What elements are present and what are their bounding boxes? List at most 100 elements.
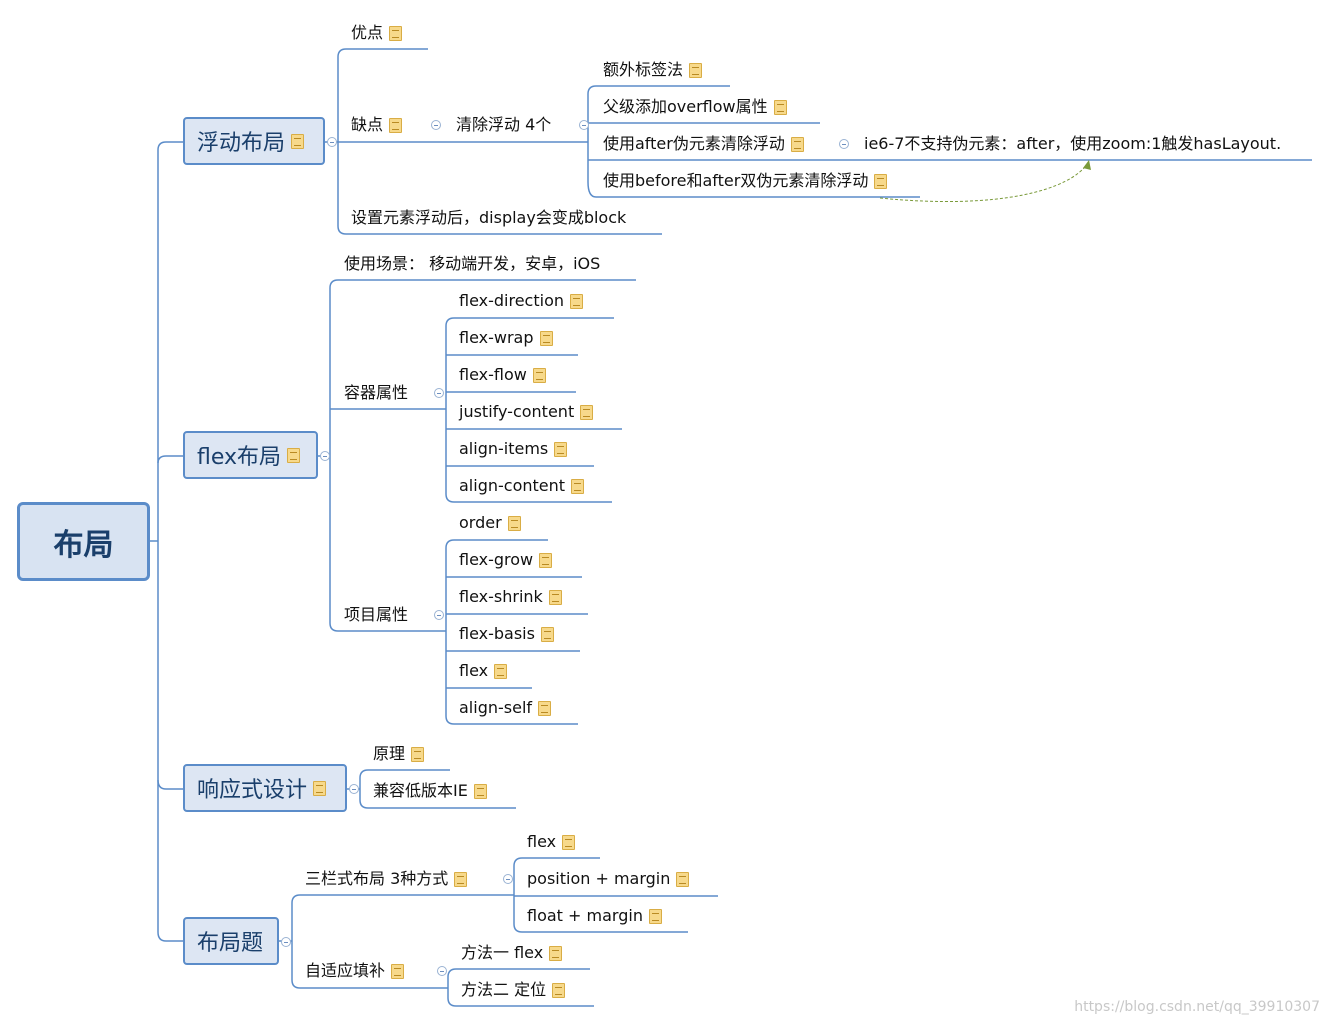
collapse-toggle-icon[interactable] xyxy=(434,610,444,620)
note-icon[interactable] xyxy=(494,663,508,679)
note-icon[interactable] xyxy=(648,908,662,924)
note-icon[interactable] xyxy=(554,441,568,457)
container-prop-label: flex-direction xyxy=(459,291,564,310)
subtopic-pros[interactable]: 优点 xyxy=(351,22,403,44)
subtopic-item-props[interactable]: 项目属性 xyxy=(344,604,408,626)
item-prop-item[interactable]: flex-grow xyxy=(459,549,553,571)
topic-layout-questions[interactable]: 布局题 xyxy=(183,917,279,965)
subtopic-display-block[interactable]: 设置元素浮动后，display会变成block xyxy=(351,207,626,229)
container-prop-item[interactable]: flex-direction xyxy=(459,290,583,312)
subtopic-three-column[interactable]: 三栏式布局 3种方式 xyxy=(305,868,468,890)
topic-responsive-design[interactable]: 响应式设计 xyxy=(183,764,347,812)
ie-compat-note[interactable]: ie6-7不支持伪元素：after，使用zoom:1触发hasLayout. xyxy=(864,133,1281,155)
note-icon[interactable] xyxy=(389,25,403,41)
root-topic[interactable]: 布局 xyxy=(17,502,150,581)
subtopic-clear-float-label: 清除浮动 4个 xyxy=(456,115,552,134)
container-prop-item[interactable]: align-content xyxy=(459,475,585,497)
collapse-toggle-icon[interactable] xyxy=(431,120,441,130)
note-icon[interactable] xyxy=(548,589,562,605)
topic-flex-layout[interactable]: flex布局 xyxy=(183,431,318,479)
note-icon[interactable] xyxy=(287,447,301,463)
note-icon[interactable] xyxy=(454,871,468,887)
item-prop-label: flex-grow xyxy=(459,550,534,569)
clear-method-item[interactable]: 使用before和after双伪元素清除浮动 xyxy=(603,170,888,192)
note-icon[interactable] xyxy=(676,871,690,887)
subtopic-scenario-label: 使用场景： 移动端开发，安卓，iOS xyxy=(344,254,601,273)
item-prop-item[interactable]: align-self xyxy=(459,697,552,719)
collapse-toggle-icon[interactable] xyxy=(327,137,337,147)
note-icon[interactable] xyxy=(391,963,405,979)
collapse-toggle-icon[interactable] xyxy=(579,120,589,130)
note-icon[interactable] xyxy=(580,404,594,420)
ie-compat-note-label: ie6-7不支持伪元素：after，使用zoom:1触发hasLayout. xyxy=(864,134,1282,153)
collapse-toggle-icon[interactable] xyxy=(320,451,330,461)
note-icon[interactable] xyxy=(507,515,521,531)
container-prop-item[interactable]: flex-flow xyxy=(459,364,546,386)
responsive-item[interactable]: 兼容低版本IE xyxy=(373,780,487,802)
topic-flex-layout-label: flex布局 xyxy=(197,445,282,470)
item-prop-item[interactable]: order xyxy=(459,512,521,534)
item-prop-item[interactable]: flex-basis xyxy=(459,623,554,645)
container-prop-item[interactable]: flex-wrap xyxy=(459,327,553,349)
three-column-item[interactable]: float + margin xyxy=(527,905,662,927)
note-icon[interactable] xyxy=(539,330,553,346)
three-column-item-label: flex xyxy=(527,832,557,851)
note-icon[interactable] xyxy=(473,783,487,799)
responsive-item-label: 兼容低版本IE xyxy=(373,781,468,800)
note-icon[interactable] xyxy=(411,746,425,762)
collapse-toggle-icon[interactable] xyxy=(349,784,359,794)
item-prop-label: flex xyxy=(459,661,489,680)
note-icon[interactable] xyxy=(291,133,305,149)
subtopic-three-column-label: 三栏式布局 3种方式 xyxy=(305,869,449,888)
subtopic-container-props[interactable]: 容器属性 xyxy=(344,382,408,404)
subtopic-container-props-label: 容器属性 xyxy=(344,383,409,402)
container-prop-label: flex-wrap xyxy=(459,328,534,347)
adaptive-item[interactable]: 方法一 flex xyxy=(461,942,563,964)
collapse-toggle-icon[interactable] xyxy=(434,388,444,398)
subtopic-scenario[interactable]: 使用场景： 移动端开发，安卓，iOS xyxy=(344,253,600,275)
note-icon[interactable] xyxy=(552,982,566,998)
container-prop-label: justify-content xyxy=(459,402,575,421)
note-icon[interactable] xyxy=(389,117,403,133)
clear-method-item[interactable]: 父级添加overflow属性 xyxy=(603,96,787,118)
three-column-item[interactable]: flex xyxy=(527,831,576,853)
note-icon[interactable] xyxy=(549,945,563,961)
container-prop-item[interactable]: justify-content xyxy=(459,401,594,423)
collapse-toggle-icon[interactable] xyxy=(839,139,849,149)
topic-float-layout[interactable]: 浮动布局 xyxy=(183,117,325,165)
clear-method-item[interactable]: 额外标签法 xyxy=(603,59,703,81)
topic-layout-questions-label: 布局题 xyxy=(197,931,264,956)
clear-method-label: 使用before和after双伪元素清除浮动 xyxy=(603,171,869,190)
three-column-item[interactable]: position + margin xyxy=(527,868,690,890)
note-icon[interactable] xyxy=(562,834,576,850)
subtopic-item-props-label: 项目属性 xyxy=(344,605,409,624)
clear-method-item[interactable]: 使用after伪元素清除浮动 xyxy=(603,133,804,155)
adaptive-item[interactable]: 方法二 定位 xyxy=(461,979,566,1001)
adaptive-item-label: 方法一 flex xyxy=(461,943,544,962)
collapse-toggle-icon[interactable] xyxy=(437,966,447,976)
subtopic-cons[interactable]: 缺点 xyxy=(351,114,403,136)
note-icon[interactable] xyxy=(571,478,585,494)
item-prop-label: flex-basis xyxy=(459,624,535,643)
collapse-toggle-icon[interactable] xyxy=(503,874,513,884)
subtopic-cons-label: 缺点 xyxy=(351,115,384,134)
note-icon[interactable] xyxy=(540,626,554,642)
note-icon[interactable] xyxy=(539,552,553,568)
responsive-item[interactable]: 原理 xyxy=(373,743,425,765)
note-icon[interactable] xyxy=(532,367,546,383)
subtopic-adaptive-fill[interactable]: 自适应填补 xyxy=(305,960,405,982)
note-icon[interactable] xyxy=(874,173,888,189)
note-icon[interactable] xyxy=(570,293,583,309)
item-prop-item[interactable]: flex xyxy=(459,660,508,682)
note-icon[interactable] xyxy=(790,136,804,152)
note-icon[interactable] xyxy=(313,780,327,796)
subtopic-clear-float[interactable]: 清除浮动 4个 xyxy=(456,114,551,136)
note-icon[interactable] xyxy=(773,99,787,115)
item-prop-item[interactable]: flex-shrink xyxy=(459,586,562,608)
responsive-item-label: 原理 xyxy=(373,744,406,763)
note-icon[interactable] xyxy=(689,62,703,78)
container-prop-item[interactable]: align-items xyxy=(459,438,568,460)
collapse-toggle-icon[interactable] xyxy=(281,937,291,947)
note-icon[interactable] xyxy=(538,700,552,716)
